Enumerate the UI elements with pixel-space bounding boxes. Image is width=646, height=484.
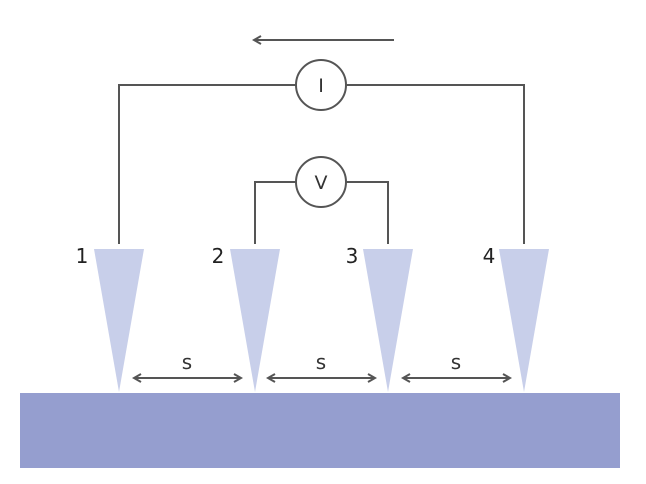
- voltage-circuit-wire: [254, 181, 296, 244]
- voltmeter: [295, 156, 347, 208]
- ammeter-label: I: [318, 75, 324, 97]
- current-circuit-wire: [118, 84, 296, 244]
- voltage-circuit-wire-right: [346, 181, 389, 244]
- probe-3: [363, 249, 413, 392]
- probe-2-label: 2: [212, 244, 225, 268]
- probe-4-label: 4: [483, 244, 496, 268]
- ammeter: [295, 59, 347, 111]
- voltmeter-label: V: [315, 172, 328, 194]
- probe-1-label: 1: [76, 244, 89, 268]
- probe-3-label: 3: [346, 244, 359, 268]
- spacing-label-3: s: [451, 350, 461, 374]
- spacing-label-2: s: [316, 350, 326, 374]
- current-circuit-wire-right: [346, 84, 525, 244]
- substrate: [20, 393, 620, 468]
- probe-1: [94, 249, 144, 392]
- probe-2: [230, 249, 280, 392]
- spacing-label-1: s: [182, 350, 192, 374]
- probe-4: [499, 249, 549, 392]
